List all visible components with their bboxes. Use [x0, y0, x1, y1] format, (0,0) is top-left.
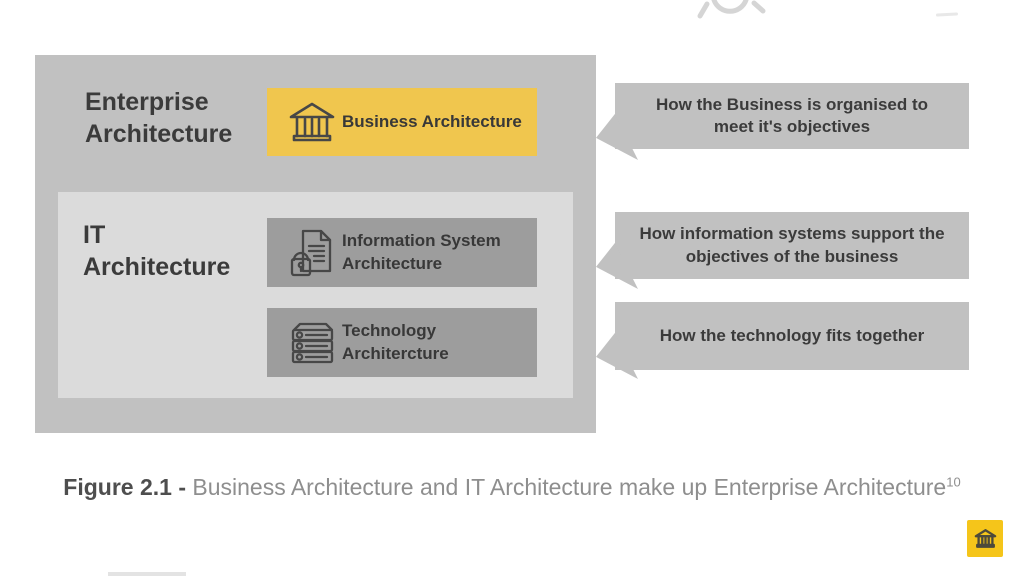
- callout-tail: [596, 333, 638, 379]
- enterprise-architecture-label: Enterprise Architecture: [85, 88, 233, 148]
- enterprise-architecture-group: Enterprise Architecture Business Archite…: [35, 55, 596, 433]
- bank-icon: [974, 528, 997, 549]
- callout-tail: [596, 243, 638, 289]
- callout-business-text: How the Business is organised to meet it…: [655, 94, 929, 136]
- figure-caption-text: Business Architecture and IT Architectur…: [192, 474, 947, 500]
- figure-caption-number: Figure 2.1 -: [63, 474, 193, 500]
- secure-document-icon: [282, 227, 342, 279]
- callout-information-systems: How information systems support the obje…: [596, 212, 969, 289]
- callout-business: How the Business is organised to meet it…: [596, 83, 969, 160]
- artifact-dash: [935, 12, 959, 17]
- it-architecture-label: IT Architecture: [83, 221, 231, 281]
- bank-corner-button[interactable]: [967, 520, 1003, 557]
- cut-off-graphic: [697, 0, 766, 19]
- figure-caption-footnote-ref: 10: [946, 474, 961, 490]
- bank-icon: [282, 100, 342, 144]
- callout-technology: How the technology fits together: [596, 302, 969, 379]
- callout-tail: [596, 114, 638, 160]
- business-architecture-box-label: Business Architecture: [342, 111, 522, 131]
- figure-caption: Figure 2.1 - Business Architecture and I…: [60, 471, 964, 505]
- information-system-architecture-box: Information System Architecture: [267, 218, 537, 287]
- information-system-architecture-box-label: Information System Architecture: [342, 231, 501, 273]
- business-architecture-box: Business Architecture: [267, 88, 537, 156]
- cut-off-bottom-element: [108, 572, 186, 576]
- callout-information-systems-text: How information systems support the obje…: [639, 224, 945, 266]
- technology-architecture-box-label: Technology Architercture: [342, 321, 449, 363]
- callout-technology-text: How the technology fits together: [659, 325, 925, 345]
- it-architecture-group: IT Architecture Information System Archi…: [58, 192, 573, 398]
- server-stack-icon: [282, 321, 342, 365]
- technology-architecture-box: Technology Architercture: [267, 308, 537, 377]
